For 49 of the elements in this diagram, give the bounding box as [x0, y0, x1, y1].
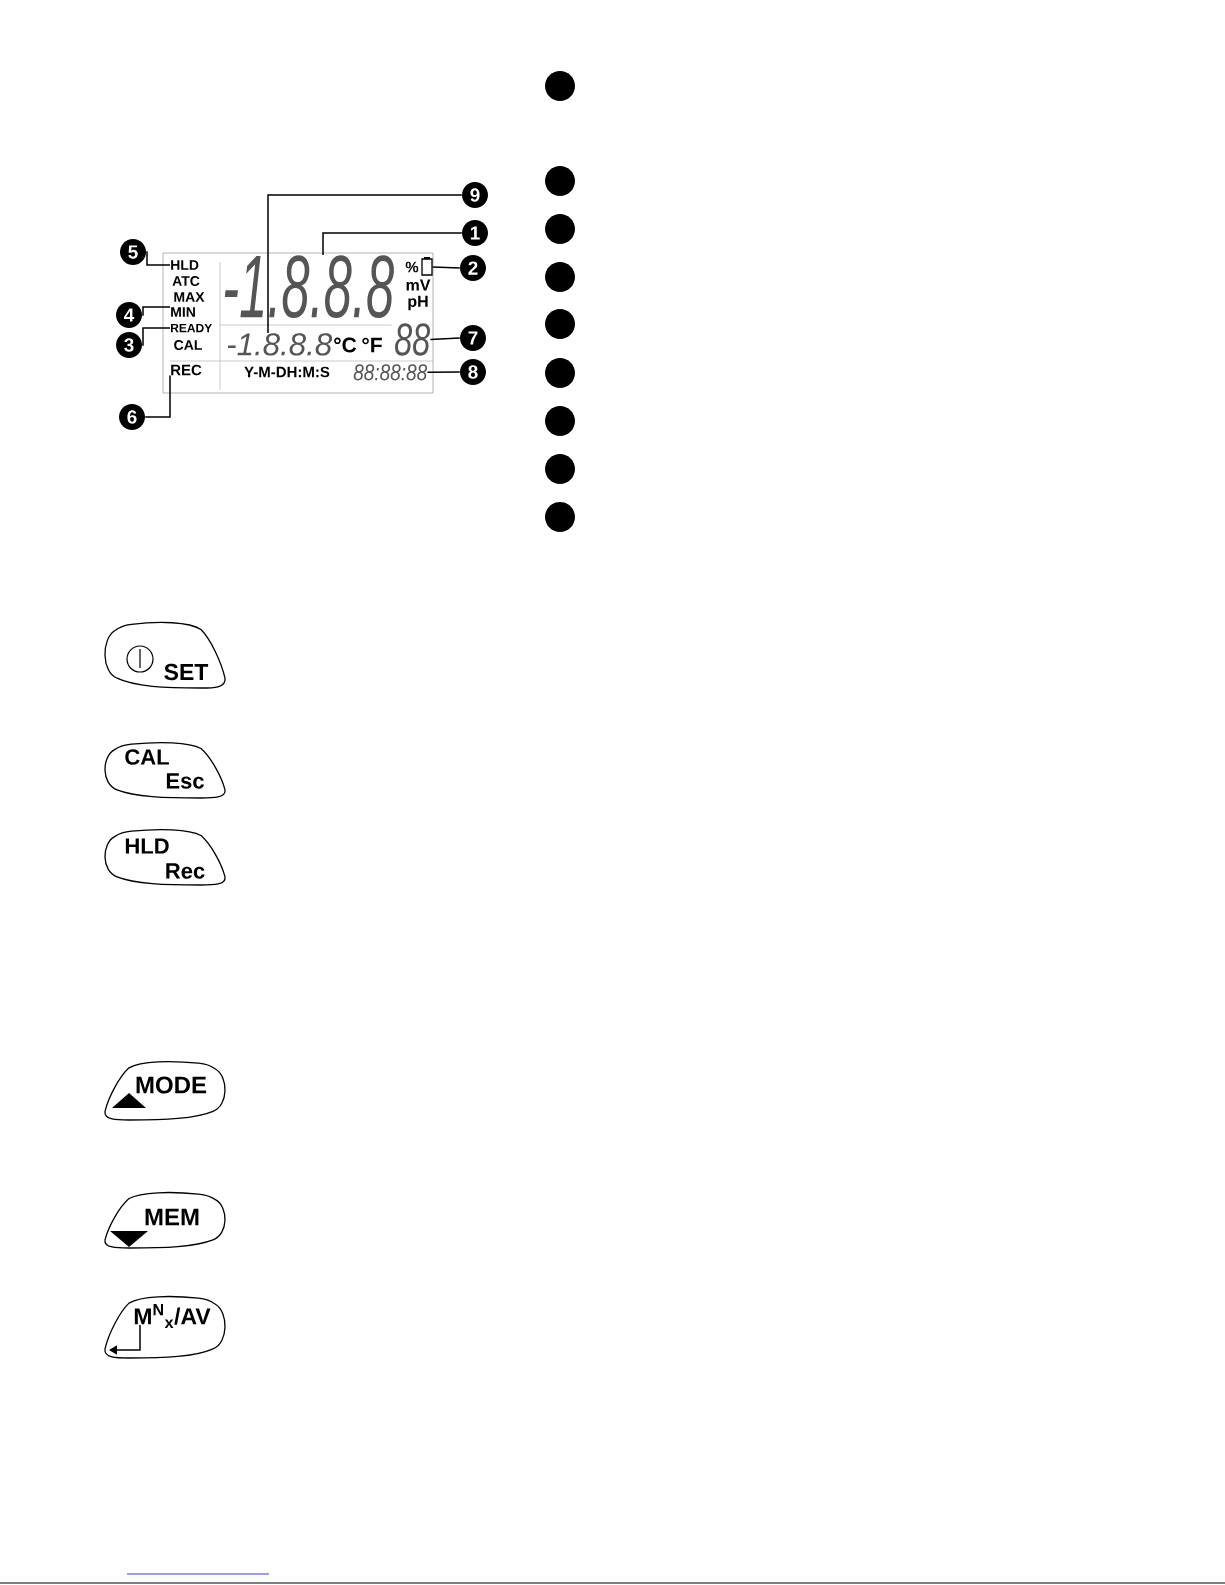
button: SET: [104, 621, 226, 689]
lcd-label: mV: [406, 279, 431, 291]
leader-line: [141, 327, 171, 346]
bullet-dot: [545, 406, 575, 436]
bullet-dot: [545, 262, 575, 292]
lcd-label: Y-M-DH:M:S: [244, 366, 330, 378]
bullet-dot: [545, 454, 575, 484]
segment-digits: 88:88:88: [353, 364, 428, 381]
leader-line: [322, 232, 463, 256]
lcd-label: ATC: [172, 276, 200, 286]
lcd-label: °C: [334, 337, 357, 353]
lcd-indicator: REC: [171, 364, 202, 376]
bullet-dot: [545, 166, 575, 196]
callout-number: 6: [119, 404, 145, 430]
button: M$^{N}$$_{x}$/AV: [104, 1295, 226, 1359]
lcd-label: CAL: [174, 340, 202, 350]
leader-line: [141, 306, 171, 316]
callout-number: 7: [460, 325, 486, 351]
button: MODE: [104, 1060, 226, 1121]
lcd-indicator: HLD: [171, 260, 199, 270]
leader-line: [426, 371, 461, 374]
button: CAL Esc: [104, 741, 226, 799]
callout-number: 5: [120, 239, 146, 265]
bullet-dot: [545, 358, 575, 388]
callout-number: 1: [462, 220, 488, 246]
callout-number: 9: [462, 182, 488, 208]
lcd-label: MAX: [174, 292, 205, 302]
bullet-dot: [545, 71, 575, 101]
callout-number: 3: [116, 332, 142, 358]
lcd-label: °F: [362, 337, 382, 353]
lcd-label: %: [405, 261, 419, 273]
battery-icon: [421, 257, 433, 276]
leader-line: [431, 266, 461, 269]
leader-line: [145, 251, 171, 266]
bullet-dot: [545, 214, 575, 244]
leader-line: [429, 337, 461, 341]
lcd-indicator: READY: [171, 323, 212, 333]
button: MEM: [104, 1191, 226, 1249]
callout-number: 8: [460, 359, 486, 385]
bullet-dot: [545, 309, 575, 339]
segment-digits: -1.8.8.8: [227, 333, 333, 356]
lcd-indicator: MIN: [171, 307, 195, 317]
button: HLD Rec: [104, 828, 226, 886]
leader-line: [144, 374, 171, 418]
callout-number: 2: [460, 255, 486, 281]
lcd-label: pH: [408, 295, 428, 311]
callout-number: 4: [116, 302, 142, 328]
bullet-dot: [545, 502, 575, 532]
segment-digits: 88: [395, 323, 430, 356]
